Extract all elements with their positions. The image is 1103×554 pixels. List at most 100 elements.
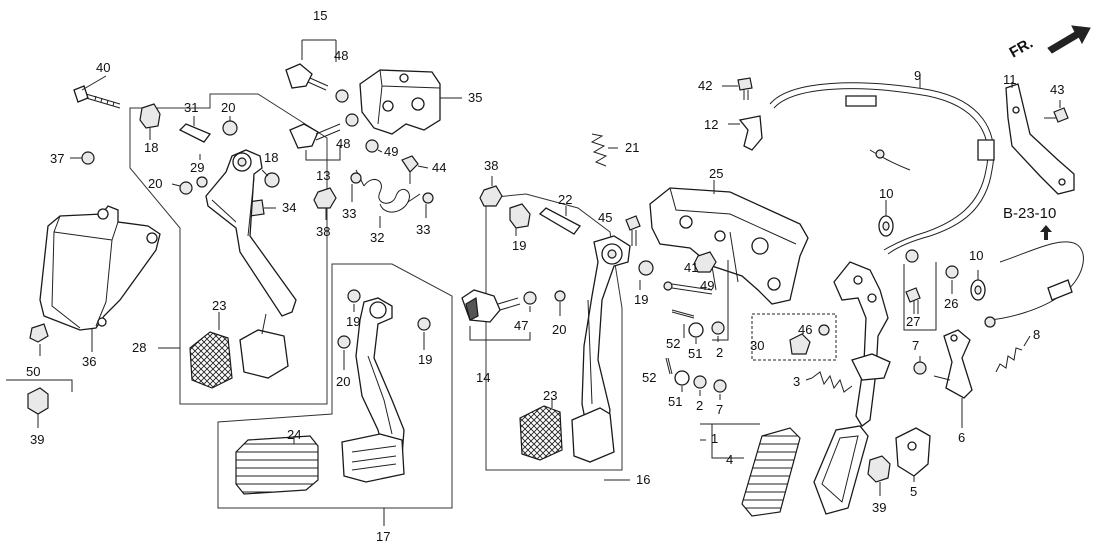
callout-23: 23 [543, 388, 557, 403]
callout-49: 49 [700, 278, 714, 293]
collar-22 [538, 206, 581, 235]
callout-13: 13 [316, 168, 330, 183]
nut-33-right [422, 192, 434, 218]
collar-2-upper [711, 321, 725, 342]
callout-18: 18 [144, 140, 158, 155]
nut-39-right [867, 455, 891, 496]
group-outline-17 [217, 263, 453, 509]
callout-48: 48 [336, 136, 350, 151]
callout-51: 51 [668, 394, 682, 409]
pedal-box-cover-36 [39, 205, 161, 331]
callout-25: 25 [709, 166, 723, 181]
callout-51: 51 [688, 346, 702, 361]
bolt-44 [401, 155, 429, 184]
clutch-pedal-arm [205, 149, 297, 379]
callout-52: 52 [642, 370, 656, 385]
nut-48-top [335, 89, 349, 103]
callout-10: 10 [969, 248, 983, 263]
callout-47: 47 [514, 318, 528, 333]
group-outline-16 [485, 193, 623, 471]
callout-22: 22 [558, 192, 572, 207]
callout-11: 11 [1003, 72, 1017, 87]
callout-20: 20 [552, 322, 566, 337]
callout-5: 5 [910, 484, 917, 499]
bracket-6 [933, 329, 973, 428]
clip-37 [70, 151, 95, 165]
callout-31: 31 [184, 100, 198, 115]
brake-switch-14 [461, 289, 531, 341]
stop-switch-15 [285, 39, 337, 91]
bolt-40 [73, 75, 121, 109]
bolt-42 [722, 77, 753, 100]
pin-52-upper [671, 309, 695, 338]
callout-49: 49 [384, 144, 398, 159]
callout-41: 41 [684, 260, 698, 275]
callout-18: 18 [264, 150, 278, 165]
nut-38-left [313, 187, 337, 220]
callout-36: 36 [82, 354, 96, 369]
reference-marker: B-23-10 [1003, 205, 1056, 240]
callout-16: 16 [636, 472, 650, 487]
callout-19: 19 [512, 238, 526, 253]
callout-20: 20 [221, 100, 235, 115]
bracket-12 [728, 115, 763, 151]
spring-3 [805, 371, 853, 393]
callout-19: 19 [346, 314, 360, 329]
callout-20: 20 [148, 176, 162, 191]
nut-47 [523, 291, 537, 312]
spring-8 [995, 335, 1031, 373]
callout-43: 43 [1050, 82, 1064, 97]
nut-39-left [27, 387, 49, 428]
front-arrow-icon [1047, 25, 1091, 54]
stopper-20-right [554, 290, 566, 316]
stopper-20-lower [337, 335, 351, 370]
spring-21 [590, 133, 618, 167]
callout-34: 34 [282, 200, 296, 215]
bolt-45 [625, 215, 641, 246]
nut-7-right [913, 356, 927, 375]
pedal-pad-24 [235, 435, 319, 495]
nut-50 [29, 323, 49, 356]
callout-2: 2 [716, 345, 723, 360]
accel-pedal-arm-16 [571, 235, 631, 463]
callout-23: 23 [212, 298, 226, 313]
up-arrow-icon [1040, 225, 1052, 240]
bushing-19-b [417, 317, 431, 350]
grommet-10-lower [970, 270, 986, 301]
callout-46: 46 [798, 322, 812, 337]
callout-7: 7 [716, 402, 723, 417]
nut-33-left [350, 172, 362, 202]
callout-7: 7 [912, 338, 919, 353]
callout-33: 33 [342, 206, 356, 221]
callout-20: 20 [336, 374, 350, 389]
callout-19: 19 [418, 352, 432, 367]
grommet-10-upper [878, 200, 894, 237]
callout-29: 29 [190, 160, 204, 175]
callout-52: 52 [666, 336, 680, 351]
nut-26 [945, 265, 959, 294]
callout-32: 32 [370, 230, 384, 245]
cable-right [984, 241, 1084, 328]
callout-12: 12 [704, 117, 718, 132]
callout-24: 24 [287, 427, 301, 442]
collar-31 [178, 116, 212, 143]
bolt-49 [663, 281, 713, 295]
bushing-18-left [139, 103, 161, 140]
callout-labels: 1 2 2 3 4 5 6 7 7 8 9 10 10 11 12 13 14 … [26, 8, 1064, 544]
bolt-43 [1044, 100, 1069, 123]
callout-39: 39 [30, 432, 44, 447]
cushion-30-group [751, 313, 837, 361]
callout-27: 27 [906, 314, 920, 329]
callout-50: 50 [26, 364, 40, 379]
bushing-19-c [509, 203, 531, 236]
callout-39: 39 [872, 500, 886, 515]
callout-4: 4 [726, 452, 733, 467]
callout-35: 35 [468, 90, 482, 105]
callout-21: 21 [625, 140, 639, 155]
callout-30: 30 [750, 338, 764, 353]
pedal-bracket-25 [649, 180, 809, 341]
bushing-18-right [261, 169, 280, 188]
pedal-bracket-35 [359, 69, 462, 135]
callout-19: 19 [634, 292, 648, 307]
